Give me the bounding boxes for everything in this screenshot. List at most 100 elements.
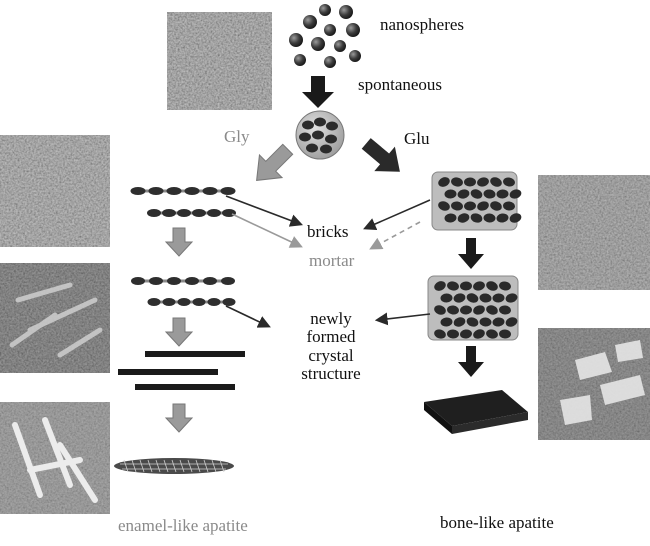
bone-particle bbox=[447, 329, 459, 339]
bricks-connector-left bbox=[225, 195, 303, 227]
nanospheres-label: nanospheres bbox=[380, 15, 465, 34]
chain-bead bbox=[177, 298, 191, 306]
aggregate-particle bbox=[314, 117, 326, 127]
bone-arrow-1 bbox=[458, 238, 484, 269]
bone-particle bbox=[486, 305, 498, 315]
nanosphere bbox=[324, 56, 336, 68]
bone-particle bbox=[503, 201, 515, 211]
chain-bead bbox=[184, 187, 200, 195]
aggregate-particle bbox=[306, 143, 318, 153]
chain-bead bbox=[148, 187, 164, 195]
disk-texture-line bbox=[195, 459, 201, 473]
down-arrow bbox=[164, 403, 194, 433]
bone-particle bbox=[499, 281, 511, 291]
micrograph-enamel-top bbox=[0, 135, 110, 247]
chain-bead bbox=[203, 277, 217, 285]
chain-bead bbox=[207, 298, 221, 306]
nanosphere bbox=[339, 5, 353, 19]
bone-particle bbox=[440, 293, 453, 303]
chain-bead bbox=[222, 209, 236, 217]
chain-bead bbox=[131, 277, 145, 285]
bone-particle bbox=[460, 305, 472, 315]
bone-panel-top bbox=[431, 171, 522, 231]
crystal-label-line-1: newly bbox=[310, 309, 352, 328]
bone-particle bbox=[479, 293, 492, 303]
enamel-disk bbox=[114, 458, 234, 474]
bone-particle bbox=[466, 317, 479, 327]
disk-texture-line bbox=[219, 459, 225, 473]
nanosphere bbox=[324, 24, 336, 36]
nanosphere-aggregate bbox=[295, 110, 345, 160]
bone-particle bbox=[447, 281, 459, 291]
disk-texture-line bbox=[155, 459, 161, 473]
glu-arrow bbox=[361, 138, 400, 172]
bone-particle bbox=[473, 281, 485, 291]
bone-arrow-2 bbox=[458, 346, 484, 377]
nanosphere bbox=[334, 40, 346, 52]
mortar-label: mortar bbox=[309, 251, 355, 270]
nanosphere bbox=[346, 23, 360, 37]
chain-bead bbox=[192, 209, 206, 217]
chain-bead bbox=[147, 298, 161, 306]
chain-bead bbox=[162, 298, 176, 306]
aggregate-particle bbox=[325, 134, 337, 144]
aggregate-particle bbox=[302, 120, 314, 130]
bone-particle bbox=[451, 177, 463, 187]
bone-particle bbox=[509, 189, 522, 199]
chain-bead bbox=[221, 277, 235, 285]
bone-particle bbox=[457, 213, 470, 223]
crystal-connector-right bbox=[374, 312, 431, 326]
micrograph-bone-bottom bbox=[538, 328, 650, 440]
bone-particle bbox=[483, 189, 496, 199]
bone-particle bbox=[453, 293, 466, 303]
chain-bead bbox=[222, 298, 236, 306]
bone-particle bbox=[434, 329, 446, 339]
bone-particle bbox=[447, 305, 459, 315]
bone-particle bbox=[496, 213, 509, 223]
bone-particle bbox=[509, 213, 522, 223]
bone-particle bbox=[486, 329, 498, 339]
chain-bead bbox=[167, 277, 181, 285]
micrograph-nanospheres bbox=[167, 12, 272, 110]
chain-bead bbox=[162, 209, 176, 217]
aggregate-particle bbox=[299, 132, 311, 142]
bone-particle bbox=[444, 213, 457, 223]
enamel-path-arrows bbox=[164, 227, 194, 433]
bone-particle bbox=[505, 293, 518, 303]
chain-bead bbox=[202, 187, 218, 195]
chain-bead bbox=[147, 209, 161, 217]
disk-texture-line bbox=[171, 459, 177, 473]
bone-particle bbox=[499, 305, 511, 315]
crystal-label-line-3: crystal bbox=[308, 345, 354, 365]
bone-particle bbox=[453, 317, 466, 327]
gly-arrow bbox=[256, 143, 294, 181]
nanospheres-cluster bbox=[289, 4, 361, 68]
newly-formed-crystal-structure-label: newly formed crystal structure bbox=[286, 309, 376, 383]
chain-bead bbox=[130, 187, 146, 195]
crystal-connector-left bbox=[225, 305, 271, 328]
bone-particle bbox=[505, 317, 518, 327]
bone-particle bbox=[438, 201, 450, 211]
disk-texture-line bbox=[131, 459, 137, 473]
bone-particle bbox=[479, 317, 492, 327]
bone-particle bbox=[464, 177, 476, 187]
micrograph-enamel-bottom bbox=[0, 402, 110, 514]
micrograph-bone-top bbox=[538, 175, 650, 290]
micrograph-enamel-middle bbox=[0, 263, 110, 373]
spontaneous-label: spontaneous bbox=[358, 75, 443, 94]
mortar-connector-right bbox=[369, 221, 421, 250]
aggregate-particle bbox=[312, 130, 324, 140]
chain-bead bbox=[177, 209, 191, 217]
bone-particle bbox=[466, 293, 479, 303]
crystal-rods bbox=[118, 351, 245, 390]
chain-bead bbox=[185, 277, 199, 285]
bone-particle bbox=[483, 213, 496, 223]
bone-particle bbox=[490, 201, 502, 211]
nanosphere bbox=[303, 15, 317, 29]
chain-bead bbox=[192, 298, 206, 306]
chain-bead bbox=[166, 187, 182, 195]
bone-particle bbox=[492, 293, 505, 303]
bone-particle bbox=[499, 329, 511, 339]
